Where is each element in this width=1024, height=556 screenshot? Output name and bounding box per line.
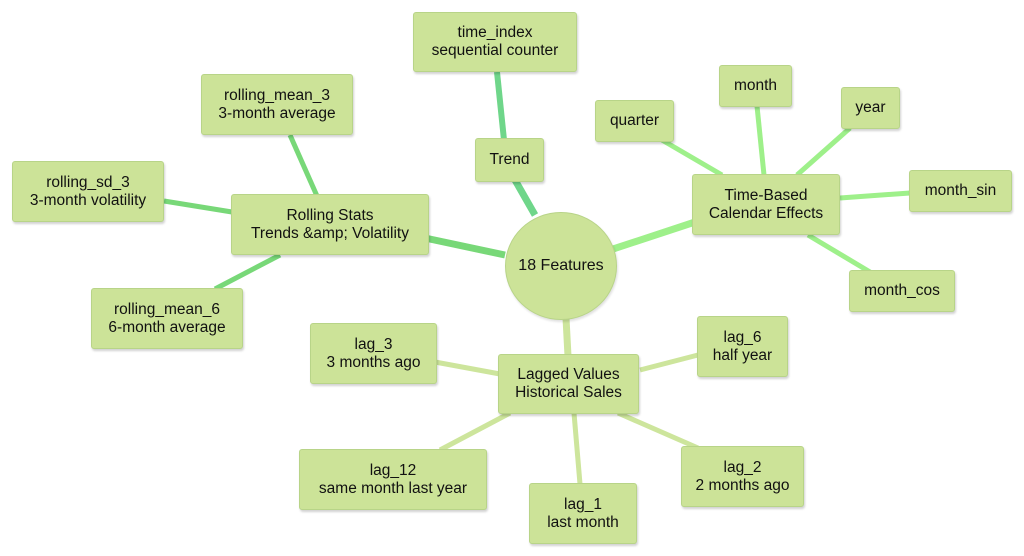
hub-node[interactable]: 18 Features [505,212,617,320]
feature-name: month_sin [924,182,997,199]
edge-rolling-mean6 [213,252,282,292]
edge-calendar-month-sin [839,190,911,201]
feature-desc: 2 months ago [695,476,790,494]
group-node-lagged[interactable]: Lagged Values Historical Sales [498,354,639,414]
feature-name: time_index [457,24,533,41]
edge-lagged-lag2 [616,410,700,451]
feature-node-lag-6[interactable]: lag_6 half year [697,316,788,377]
feature-node-rolling-sd-3[interactable]: rolling_sd_3 3-month volatility [12,161,164,222]
feature-desc: 6-month average [108,318,226,336]
feature-node-lag-1[interactable]: lag_1 last month [529,483,637,544]
feature-name: lag_2 [723,458,762,476]
edge-lagged-lag12 [438,410,512,453]
feature-node-month-sin[interactable]: month_sin [909,170,1012,212]
edge-calendar-month-cos [806,232,872,275]
feature-node-lag-2[interactable]: lag_2 2 months ago [681,446,804,507]
group-label: Rolling Stats [286,206,374,224]
feature-desc: same month last year [318,479,468,497]
feature-desc: 3-month volatility [29,191,147,209]
feature-desc: last month [547,513,619,531]
edge-hub-lagged [562,317,572,357]
feature-name: rolling_sd_3 [46,173,130,191]
feature-name: quarter [609,112,660,129]
edge-rolling-sd3 [163,198,233,215]
group-label: Trend [489,151,530,168]
feature-name: lag_1 [564,495,602,513]
edge-lagged-lag1 [571,412,583,485]
edge-calendar-quarter [660,137,724,178]
group-label: Lagged Values [517,366,620,383]
group-sublabel: Historical Sales [515,384,622,401]
edge-hub-trend [511,178,539,217]
feature-node-month[interactable]: month [719,65,792,107]
group-node-trend[interactable]: Trend [475,138,544,182]
feature-desc: sequential counter [431,42,559,59]
edge-lagged-lag3 [434,359,501,377]
group-node-calendar[interactable]: Time-Based Calendar Effects [692,174,840,235]
group-sublabel: Trends &amp; Volatility [251,224,409,242]
feature-name: lag_3 [354,335,393,353]
feature-node-rolling-mean-6[interactable]: rolling_mean_6 6-month average [91,288,243,349]
edge-calendar-year [795,126,852,177]
feature-desc: 3-month average [218,104,336,122]
feature-name: lag_12 [369,461,417,479]
edge-trend-time-index [494,71,507,141]
feature-name: month_cos [864,282,940,299]
feature-node-rolling-mean-3[interactable]: rolling_mean_3 3-month average [201,74,353,135]
edge-hub-calendar [608,218,697,254]
feature-name: lag_6 [723,328,762,346]
feature-node-month-cos[interactable]: month_cos [849,270,955,312]
feature-node-lag-12[interactable]: lag_12 same month last year [299,449,487,510]
edge-hub-rolling [424,234,506,259]
feature-desc: 3 months ago [326,353,421,371]
feature-name: rolling_mean_3 [224,86,330,104]
group-sublabel: Calendar Effects [708,204,824,222]
edge-lagged-lag6 [639,352,699,373]
feature-name: rolling_mean_6 [114,300,220,318]
feature-node-lag-3[interactable]: lag_3 3 months ago [310,323,437,384]
feature-node-year[interactable]: year [841,87,900,129]
group-node-rolling[interactable]: Rolling Stats Trends &amp; Volatility [231,194,429,255]
hub-label: 18 Features [518,257,604,274]
feature-name: month [733,77,778,94]
edge-rolling-mean3 [287,133,320,198]
feature-node-time-index[interactable]: time_index sequential counter [413,12,577,72]
edge-calendar-month [754,105,767,176]
feature-name: year [855,99,886,116]
group-label: Time-Based [724,186,808,204]
feature-node-quarter[interactable]: quarter [595,100,674,142]
feature-desc: half year [712,346,773,364]
